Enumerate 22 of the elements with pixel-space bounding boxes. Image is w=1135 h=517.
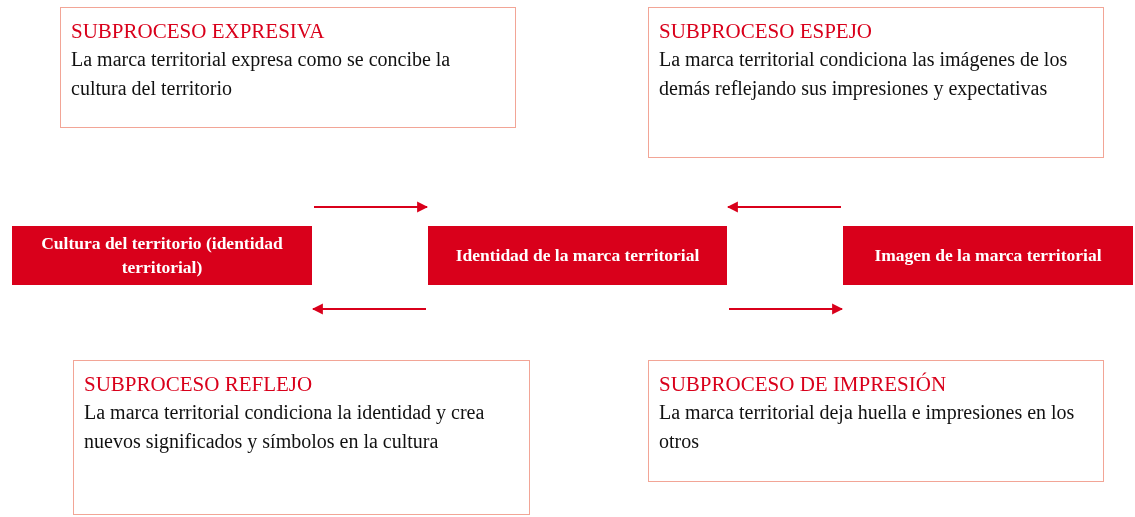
box-heading: SUBPROCESO REFLEJO [84,371,314,398]
box-heading: SUBPROCESO DE IMPRESIÓN [659,371,948,398]
bar-label: Identidad de la marca territorial [455,243,700,267]
process-bar [12,226,312,285]
box-text: La marca territorial condiciona la identidad y crea nuevos significados y símbolos en la cultura [84,400,486,455]
box-text: La marca territorial condiciona las imágenes de los demás reflejando sus impresiones y expectativas [659,47,1069,102]
description-box [648,7,1104,158]
box-text: La marca territorial expresa como se concibe la cultura del territorio [71,47,452,102]
process-bar [843,226,1133,285]
bar-label: Imagen de la marca territorial [874,243,1102,267]
box-heading: SUBPROCESO EXPRESIVA [71,18,326,45]
arrow [729,303,844,315]
box-heading: SUBPROCESO ESPEJO [659,18,873,45]
arrow [314,201,429,213]
description-box [60,7,516,128]
bar-label: Cultura del territorio (identidad territorial) [40,231,284,279]
arrow [311,303,426,315]
box-text: La marca territorial deja huella e impresiones en los otros [659,400,1076,455]
process-bar [428,226,727,285]
description-box [73,360,530,515]
arrow [726,201,841,213]
description-box [648,360,1104,482]
